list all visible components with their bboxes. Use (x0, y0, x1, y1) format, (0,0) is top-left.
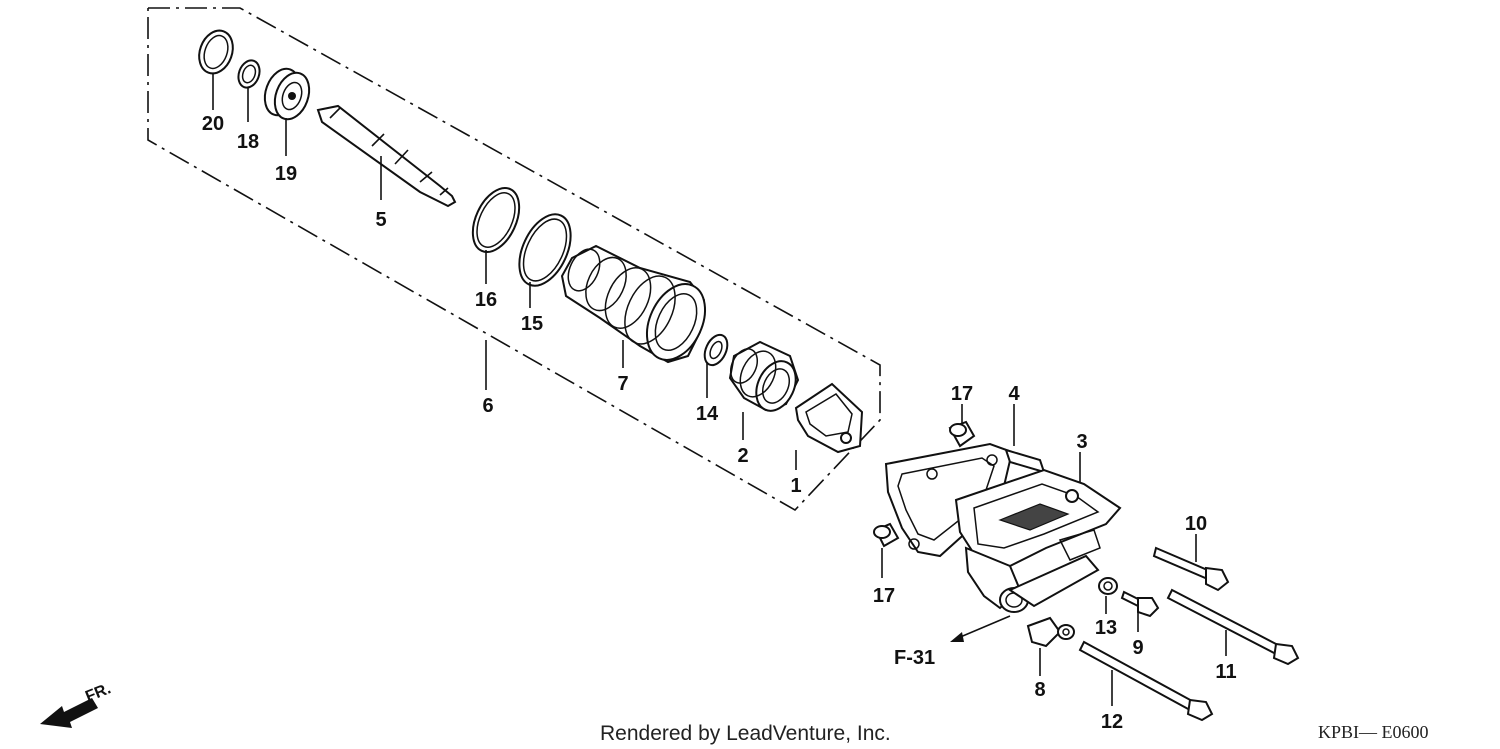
callout-12: 12 (1101, 711, 1123, 733)
part-17-collar-lower (873, 522, 900, 548)
callout-11: 11 (1215, 661, 1236, 683)
part-17-collar-upper (948, 420, 976, 448)
part-7-boot (560, 244, 707, 364)
part-4-gasket (884, 442, 1046, 558)
callout-2: 2 (737, 445, 748, 467)
front-label: FR. (83, 680, 113, 705)
part-5-shaft (316, 104, 457, 208)
part-20-bearing (263, 67, 311, 121)
part-9-bolt (1120, 590, 1160, 618)
callout-9: 9 (1132, 637, 1143, 659)
callout-15: 15 (521, 313, 543, 335)
callout-7: 7 (617, 373, 628, 395)
part-18-ring (237, 59, 261, 89)
callout-8: 8 (1034, 679, 1045, 701)
figure-reference: F-31 (894, 647, 935, 669)
part-13-washer (1098, 577, 1118, 595)
assembly-outline (147, 7, 881, 512)
part-19-snap-ring (198, 29, 234, 75)
leader-lines (212, 74, 1227, 706)
callout-20: 19 (275, 163, 297, 185)
callout-3: 3 (1076, 431, 1087, 453)
callout-13: 13 (1095, 617, 1117, 639)
callout-labels: 20 18 19 5 16 15 6 7 14 2 1 17 4 3 17 10… (202, 113, 1237, 733)
part-12-bolt (1078, 640, 1214, 722)
part-14-ring (703, 333, 729, 367)
part-16-o-ring (471, 187, 521, 253)
callout-18: 18 (237, 131, 259, 153)
callout-19: 20 (202, 113, 224, 135)
callout-1: 1 (790, 475, 801, 497)
callout-16: 16 (475, 289, 497, 311)
front-direction-indicator: FR. (40, 680, 113, 728)
part-10-bolt (1152, 546, 1230, 592)
callout-6: 6 (482, 395, 493, 417)
part-8-clamp (1026, 616, 1075, 648)
part-2-boot (728, 340, 800, 412)
part-15-o-ring (518, 213, 572, 287)
reference-arrowhead (950, 632, 964, 642)
part-11-bolt (1166, 588, 1300, 666)
part-1-bracket (794, 382, 864, 454)
callout-17-lower: 17 (873, 585, 895, 607)
front-arrow-icon (40, 698, 98, 728)
footer-credit: Rendered by LeadVenture, Inc. (600, 722, 891, 745)
callout-5: 5 (375, 209, 386, 231)
callout-14: 14 (696, 403, 719, 425)
callout-10: 10 (1185, 513, 1207, 535)
diagram-code: KPBI— E0600 (1318, 722, 1429, 742)
part-3-cover (954, 468, 1122, 613)
callout-4: 4 (1008, 383, 1020, 405)
callout-17-upper: 17 (951, 383, 973, 405)
